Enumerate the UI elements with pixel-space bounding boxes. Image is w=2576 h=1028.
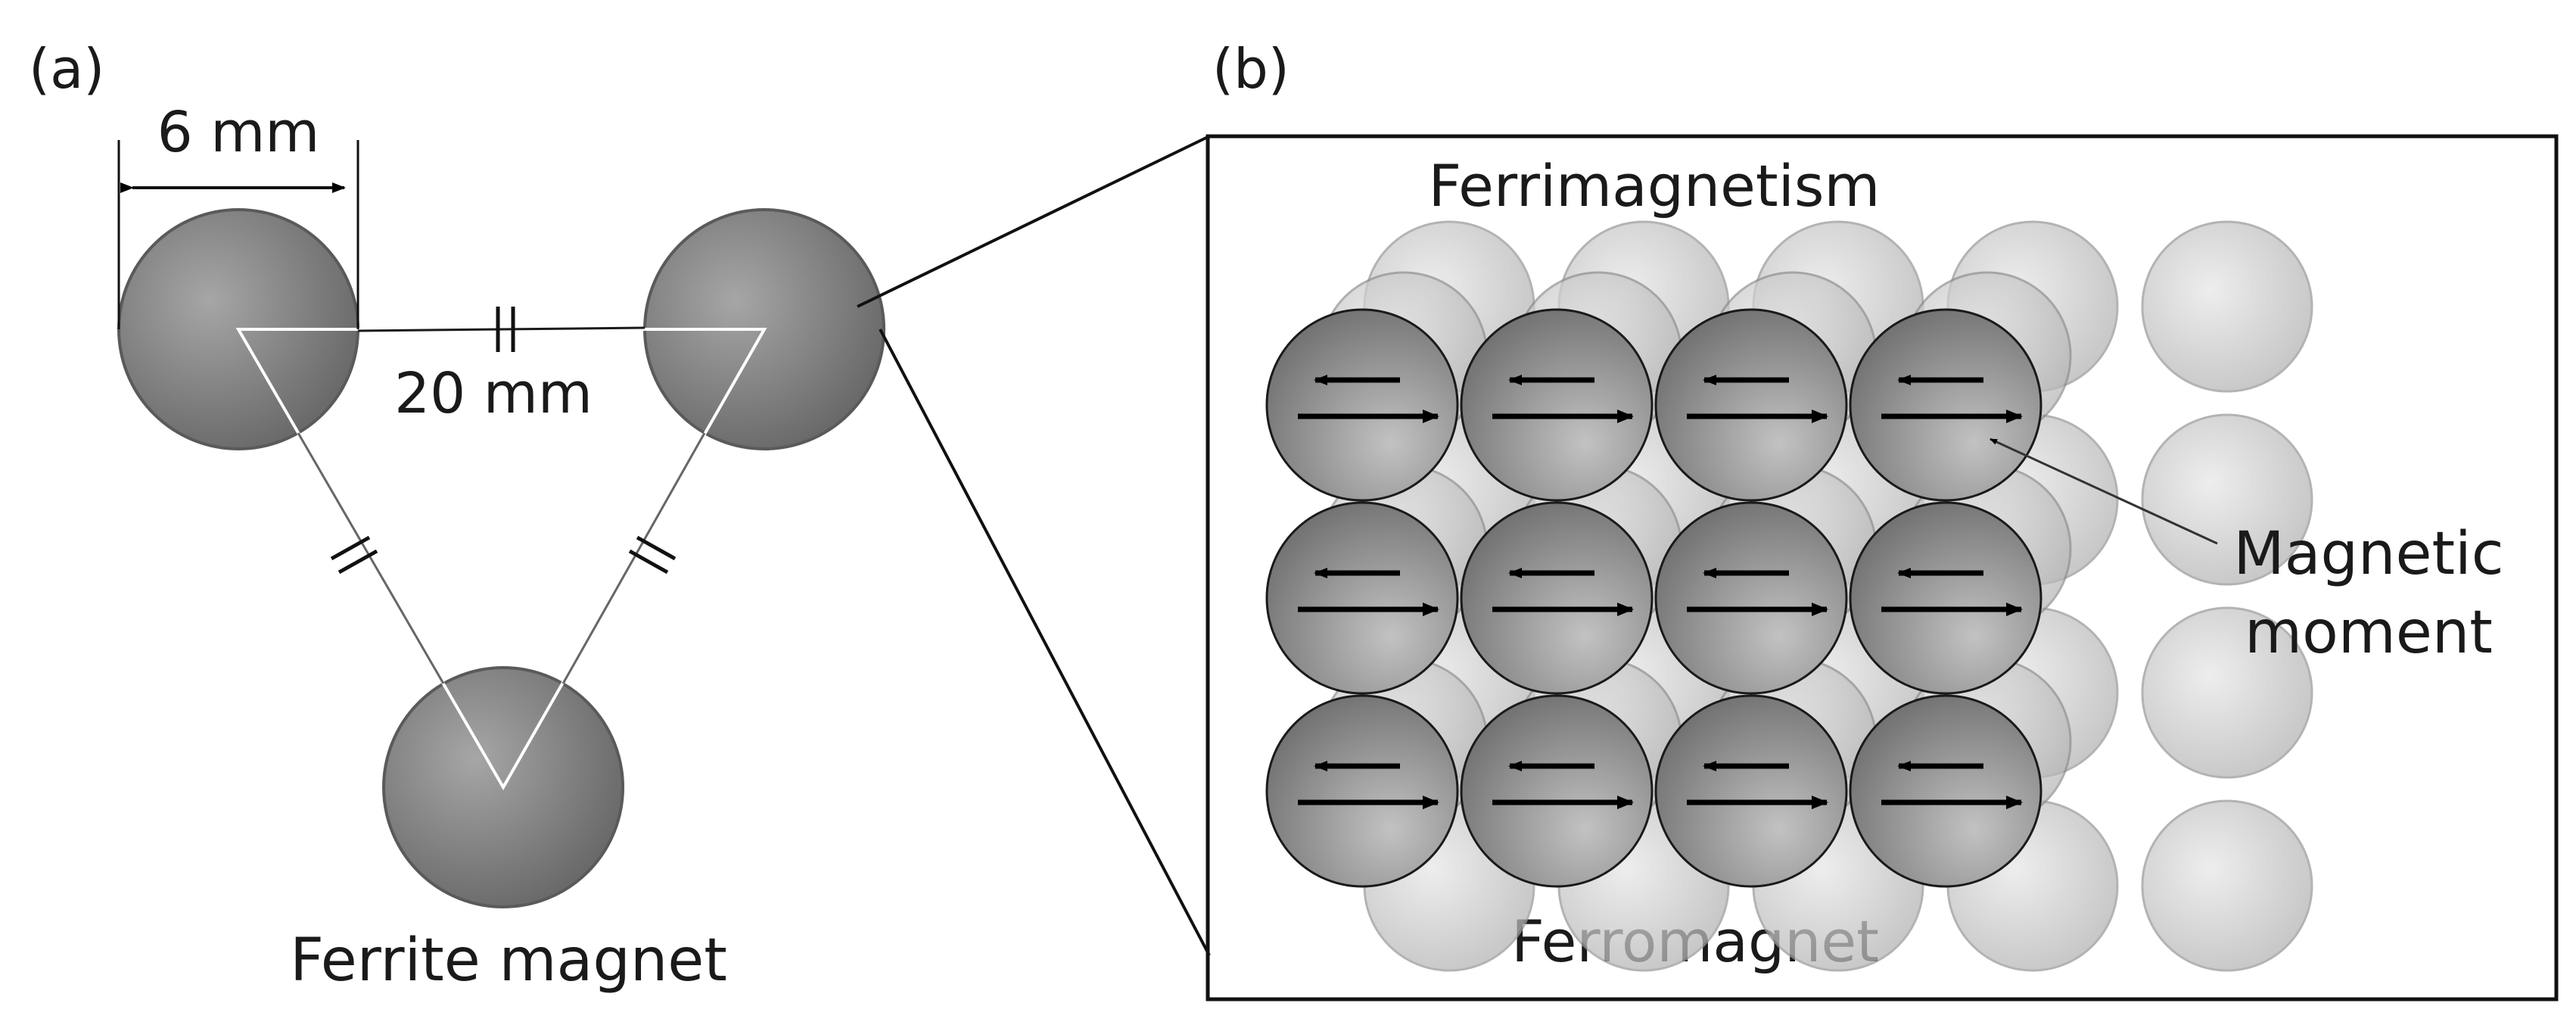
distance-label: 20 mm [394,361,593,426]
atom-sphere [1849,501,2042,695]
diameter-label: 6 mm [157,100,320,165]
distance-line-left [297,432,445,684]
front-atom-layer [1265,308,2042,888]
ferrite-magnet-caption: Ferrite magnet [290,927,727,995]
atom-sphere [1265,694,1459,888]
atom-sphere [1654,694,1848,888]
atom-sphere [1849,308,2042,502]
back-atom [2141,799,2313,972]
equal-marks-left [330,535,378,575]
zoom-line-upper [857,135,1210,308]
atom-sphere [1460,501,1654,695]
equal-marks-top [496,307,515,352]
distance-line-top [357,326,646,332]
panel-b-frame [1206,134,2559,1002]
back-atom [2141,220,2313,393]
magnetic-moment-label-line2: moment [2245,599,2493,667]
atom-sphere [1460,308,1654,502]
panel-a: (a) 6 mm 20 mm Ferrite magnet [29,37,885,995]
atom-sphere [1265,308,1459,502]
zoom-line-lower [879,329,1211,956]
distance-line-right [562,432,706,684]
panel-b-label: (b) [1212,37,1290,101]
panel-a-label: (a) [29,37,104,101]
back-atom [2141,606,2313,779]
back-atom [2141,413,2313,586]
atom-sphere [1460,694,1654,888]
magnetic-moment-pointer [1990,438,2218,545]
atom-sphere [1654,501,1848,695]
ferrimagnetism-label: Ferrimagnetism [1429,152,1881,220]
magnetic-moment-label-line1: Magnetic [2233,520,2503,588]
atom-sphere [1265,501,1459,695]
atom-sphere [1849,694,2042,888]
panel-b: (b) Ferrimagnetism Ferromagnet Magnetic … [1206,37,2559,1002]
equal-marks-right [628,535,677,575]
atom-sphere [1654,308,1848,502]
